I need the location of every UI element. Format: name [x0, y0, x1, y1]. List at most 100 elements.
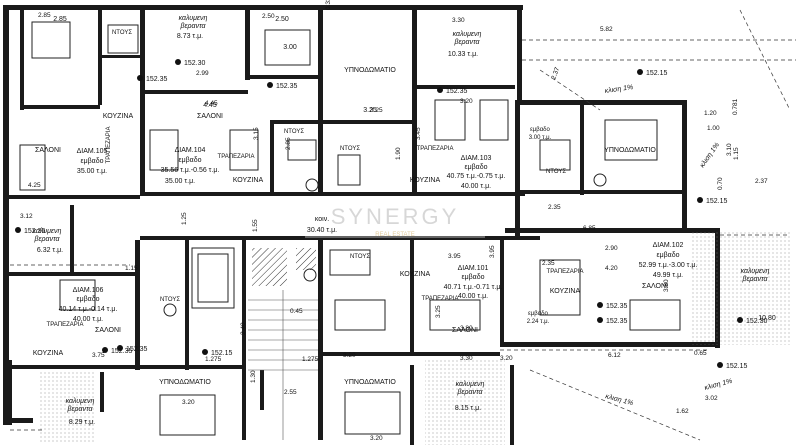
veranda-2-area: 10.33 τ.μ.: [448, 51, 478, 58]
wc-2: ΝΤΟΥΣ: [284, 129, 304, 135]
level-dot-9: [697, 197, 703, 203]
dimension-12: 3.25: [370, 107, 383, 114]
dimension-29: 3.20: [370, 435, 383, 442]
salon-102-name: ΣΑΛΟΝΙ: [642, 283, 668, 290]
level-2: 152.35: [276, 83, 298, 90]
dimension-41: 2.37: [550, 66, 561, 81]
level-3: 152.15: [646, 70, 668, 77]
dimension-19: 2.35: [542, 260, 555, 267]
unit-102: ΔΙΑΜ.102 εμβαδο 52.99 τ.μ.-3.00 τ.μ. 49.…: [639, 242, 698, 279]
unit-106: ΔΙΑΜ.106 εμβαδο 40.14 τ.μ.-0.14 τ.μ. 40.…: [59, 287, 118, 323]
dimension-50: 3.80: [460, 325, 473, 332]
elevator-cab: [197, 253, 229, 303]
dimension-15: 1.25: [181, 212, 188, 225]
level-dot-7: [597, 302, 603, 308]
dim-2-50: 2.50: [275, 16, 289, 23]
unit-102-l1: εμβαδο: [656, 252, 679, 259]
kitchen-104-name: ΚΟΥΖΙΝΑ: [233, 177, 264, 184]
unit-106-l3: 40.00 τ.μ.: [73, 316, 103, 323]
dining-101-name: ΤΡΑΠΕΖΑΡΙΑ: [422, 296, 459, 302]
level-dot-5: [437, 87, 443, 93]
unit-105-title: ΔΙΑΜ.105: [77, 148, 108, 155]
unit-101-l1: εμβαδο: [461, 274, 484, 281]
bedroom-b1-name: ΥΠΝΟΔΩΜΑΤΙΟ: [159, 379, 211, 386]
veranda-5-area: 8.29 τ.μ.: [69, 419, 95, 426]
veranda-floor-dots-3: [40, 372, 95, 442]
dimension-23: 3.20: [182, 399, 195, 406]
level-4: 152.35: [111, 348, 133, 355]
unit-labels: ΔΙΑΜ.105 εμβαδο 35.00 τ.μ. ΔΙΑΜ.104 εμβα…: [59, 147, 698, 323]
kitchen-105-name: ΚΟΥΖΙΝΑ: [103, 113, 134, 120]
dimension-46: 2.37: [755, 178, 768, 185]
bedroom-r-name: ΥΠΝΟΔΩΜΑΤΙΟ: [604, 147, 656, 154]
dimension-6: 4.45: [205, 100, 218, 107]
dining-105-name: ΤΡΑΠΕΖΑΡΙΑ: [106, 127, 112, 164]
level-dot-14: [117, 345, 123, 351]
level-9: 152.15: [706, 198, 728, 205]
salon-104-name: ΣΑΛΟΝΙ: [197, 113, 223, 120]
dim-2-85: 2.85: [53, 16, 67, 23]
veranda-4-area: 10.80: [758, 315, 776, 322]
unit-101-title: ΔΙΑΜ.101: [458, 265, 489, 272]
corridor-name: κοιν.: [315, 216, 329, 223]
shaft-hatch: [296, 248, 316, 270]
watermark-brand: SYNERGY: [331, 204, 460, 229]
unit-103-title: ΔΙΑΜ.103: [461, 155, 492, 162]
dimension-36: 1.15: [125, 265, 138, 272]
dimension-11: 1.90: [395, 147, 402, 160]
level-dot-4: [102, 347, 108, 353]
veranda-6-area: 8.15 τ.μ.: [455, 405, 481, 412]
emvado-1-text-line2: 3.00 τ.μ.: [529, 135, 552, 141]
kitchen-106-name: ΚΟΥΖΙΝΑ: [33, 350, 64, 357]
dimension-16: 1.55: [252, 219, 259, 232]
dimension-27: 1.275: [302, 356, 319, 363]
level-7: 152.35: [606, 303, 628, 310]
dimension-38: 2.40: [240, 322, 247, 335]
unit-103: ΔΙΑΜ.103 εμβαδο 40.75 τ.μ.-0.75 τ.μ. 40.…: [447, 155, 506, 190]
dimension-9: 3.15: [253, 127, 260, 140]
level-8: 152.35: [24, 228, 46, 235]
dimension-7: 3.20: [460, 98, 473, 105]
level-markers: 152.30152.35152.15152.35152.35152.15152.…: [15, 59, 768, 370]
slope-2: κλιση 1%: [699, 142, 721, 170]
level-10: 152.35: [146, 76, 168, 83]
slope-4: κλιση 1%: [704, 378, 734, 392]
dimension-22: 3.20: [343, 352, 356, 359]
level-dot-1: [175, 59, 181, 65]
unit-101-l3: 40.00 τ.μ.: [458, 293, 488, 300]
dimension-8: 3.45: [415, 127, 422, 140]
bedroom-b2-name: ΥΠΝΟΔΩΜΑΤΙΟ: [344, 379, 396, 386]
dimension-14: 3.12: [20, 213, 33, 220]
dimension-51: 2.90: [605, 245, 618, 252]
stair-hatch: [252, 248, 287, 286]
unit-102-title: ΔΙΑΜ.102: [653, 242, 684, 249]
dimension-33: 3.02: [705, 395, 718, 402]
veranda-2-title: καλυμενη: [453, 31, 482, 38]
bedroom-top-dim: 3.25: [363, 107, 377, 114]
salon-104-dim: 4.45: [203, 102, 217, 109]
wc-5: ΝΤΟΥΣ: [160, 297, 180, 303]
wc-4: ΝΤΟΥΣ: [546, 169, 566, 175]
dimension-21: 3.25: [435, 305, 442, 318]
dimension-45: 0.70: [717, 177, 724, 190]
dimension-1: 2.85: [38, 12, 51, 19]
veranda-floor-dots: [690, 230, 790, 345]
unit-106-l1: εμβαδο: [76, 296, 99, 303]
veranda-3-title-line2: βεραντα: [33, 236, 60, 243]
dimension-49: 3.10: [726, 143, 733, 156]
level-6: 152.15: [211, 350, 233, 357]
level-5: 152.35: [446, 88, 468, 95]
wc-1: ΝΤΟΥΣ: [112, 30, 132, 36]
wc-3: ΝΤΟΥΣ: [340, 146, 360, 152]
unit-101: ΔΙΑΜ.101 εμβαδο 40.71 τ.μ.-0.71 τ.μ. 40.…: [444, 265, 503, 300]
dining-102-name: ΤΡΑΠΕΖΑΡΙΑ: [547, 269, 584, 275]
veranda-1-title-line2: βεραντα: [179, 23, 206, 30]
dimension-44: 1.00: [707, 125, 720, 132]
